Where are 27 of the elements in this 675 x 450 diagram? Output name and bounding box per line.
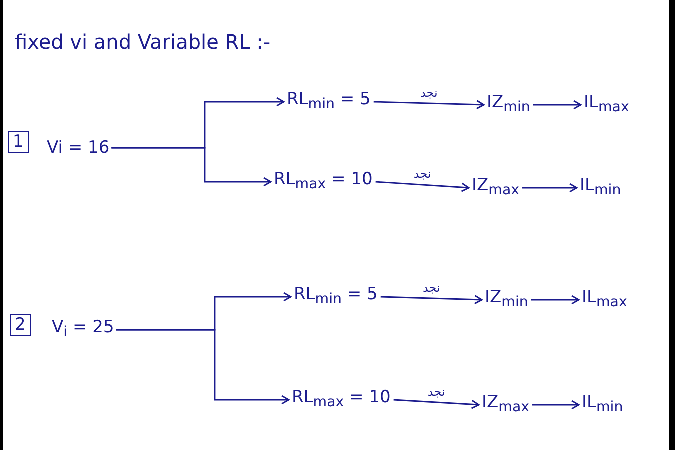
expression: V$_{i}$ = 25 <box>50 316 116 344</box>
expression: IZ$_{max}$ <box>480 391 532 419</box>
title: fixed vi and Variable RL :- <box>15 30 271 54</box>
expression: IL$_{min}$ <box>578 174 624 202</box>
expression: RL$_{min}$ = 5 <box>285 88 373 116</box>
arrow <box>376 181 470 192</box>
arrow <box>380 295 483 305</box>
number-box: 2 <box>10 314 31 336</box>
expression: IZ$_{min}$ <box>483 286 530 314</box>
expression: RL$_{max}$ = 10 <box>290 386 393 414</box>
arrow <box>532 400 580 410</box>
expression: Vi = 16 <box>45 137 112 159</box>
arrow <box>522 183 578 193</box>
expression: RL$_{min}$ = 5 <box>292 283 380 311</box>
arrow <box>112 147 272 187</box>
expression: IL$_{max}$ <box>582 91 632 119</box>
arrow <box>374 100 485 110</box>
number-box: 1 <box>8 131 29 153</box>
expression: IZ$_{min}$ <box>485 91 532 119</box>
arrow <box>116 329 290 405</box>
arrow <box>531 295 580 305</box>
expression: RL$_{max}$ = 10 <box>272 168 375 196</box>
expression: IZ$_{max}$ <box>470 174 522 202</box>
arrow <box>533 100 582 110</box>
expression: IL$_{min}$ <box>580 391 626 419</box>
expression: IL$_{max}$ <box>580 286 630 314</box>
arrow <box>394 399 480 410</box>
